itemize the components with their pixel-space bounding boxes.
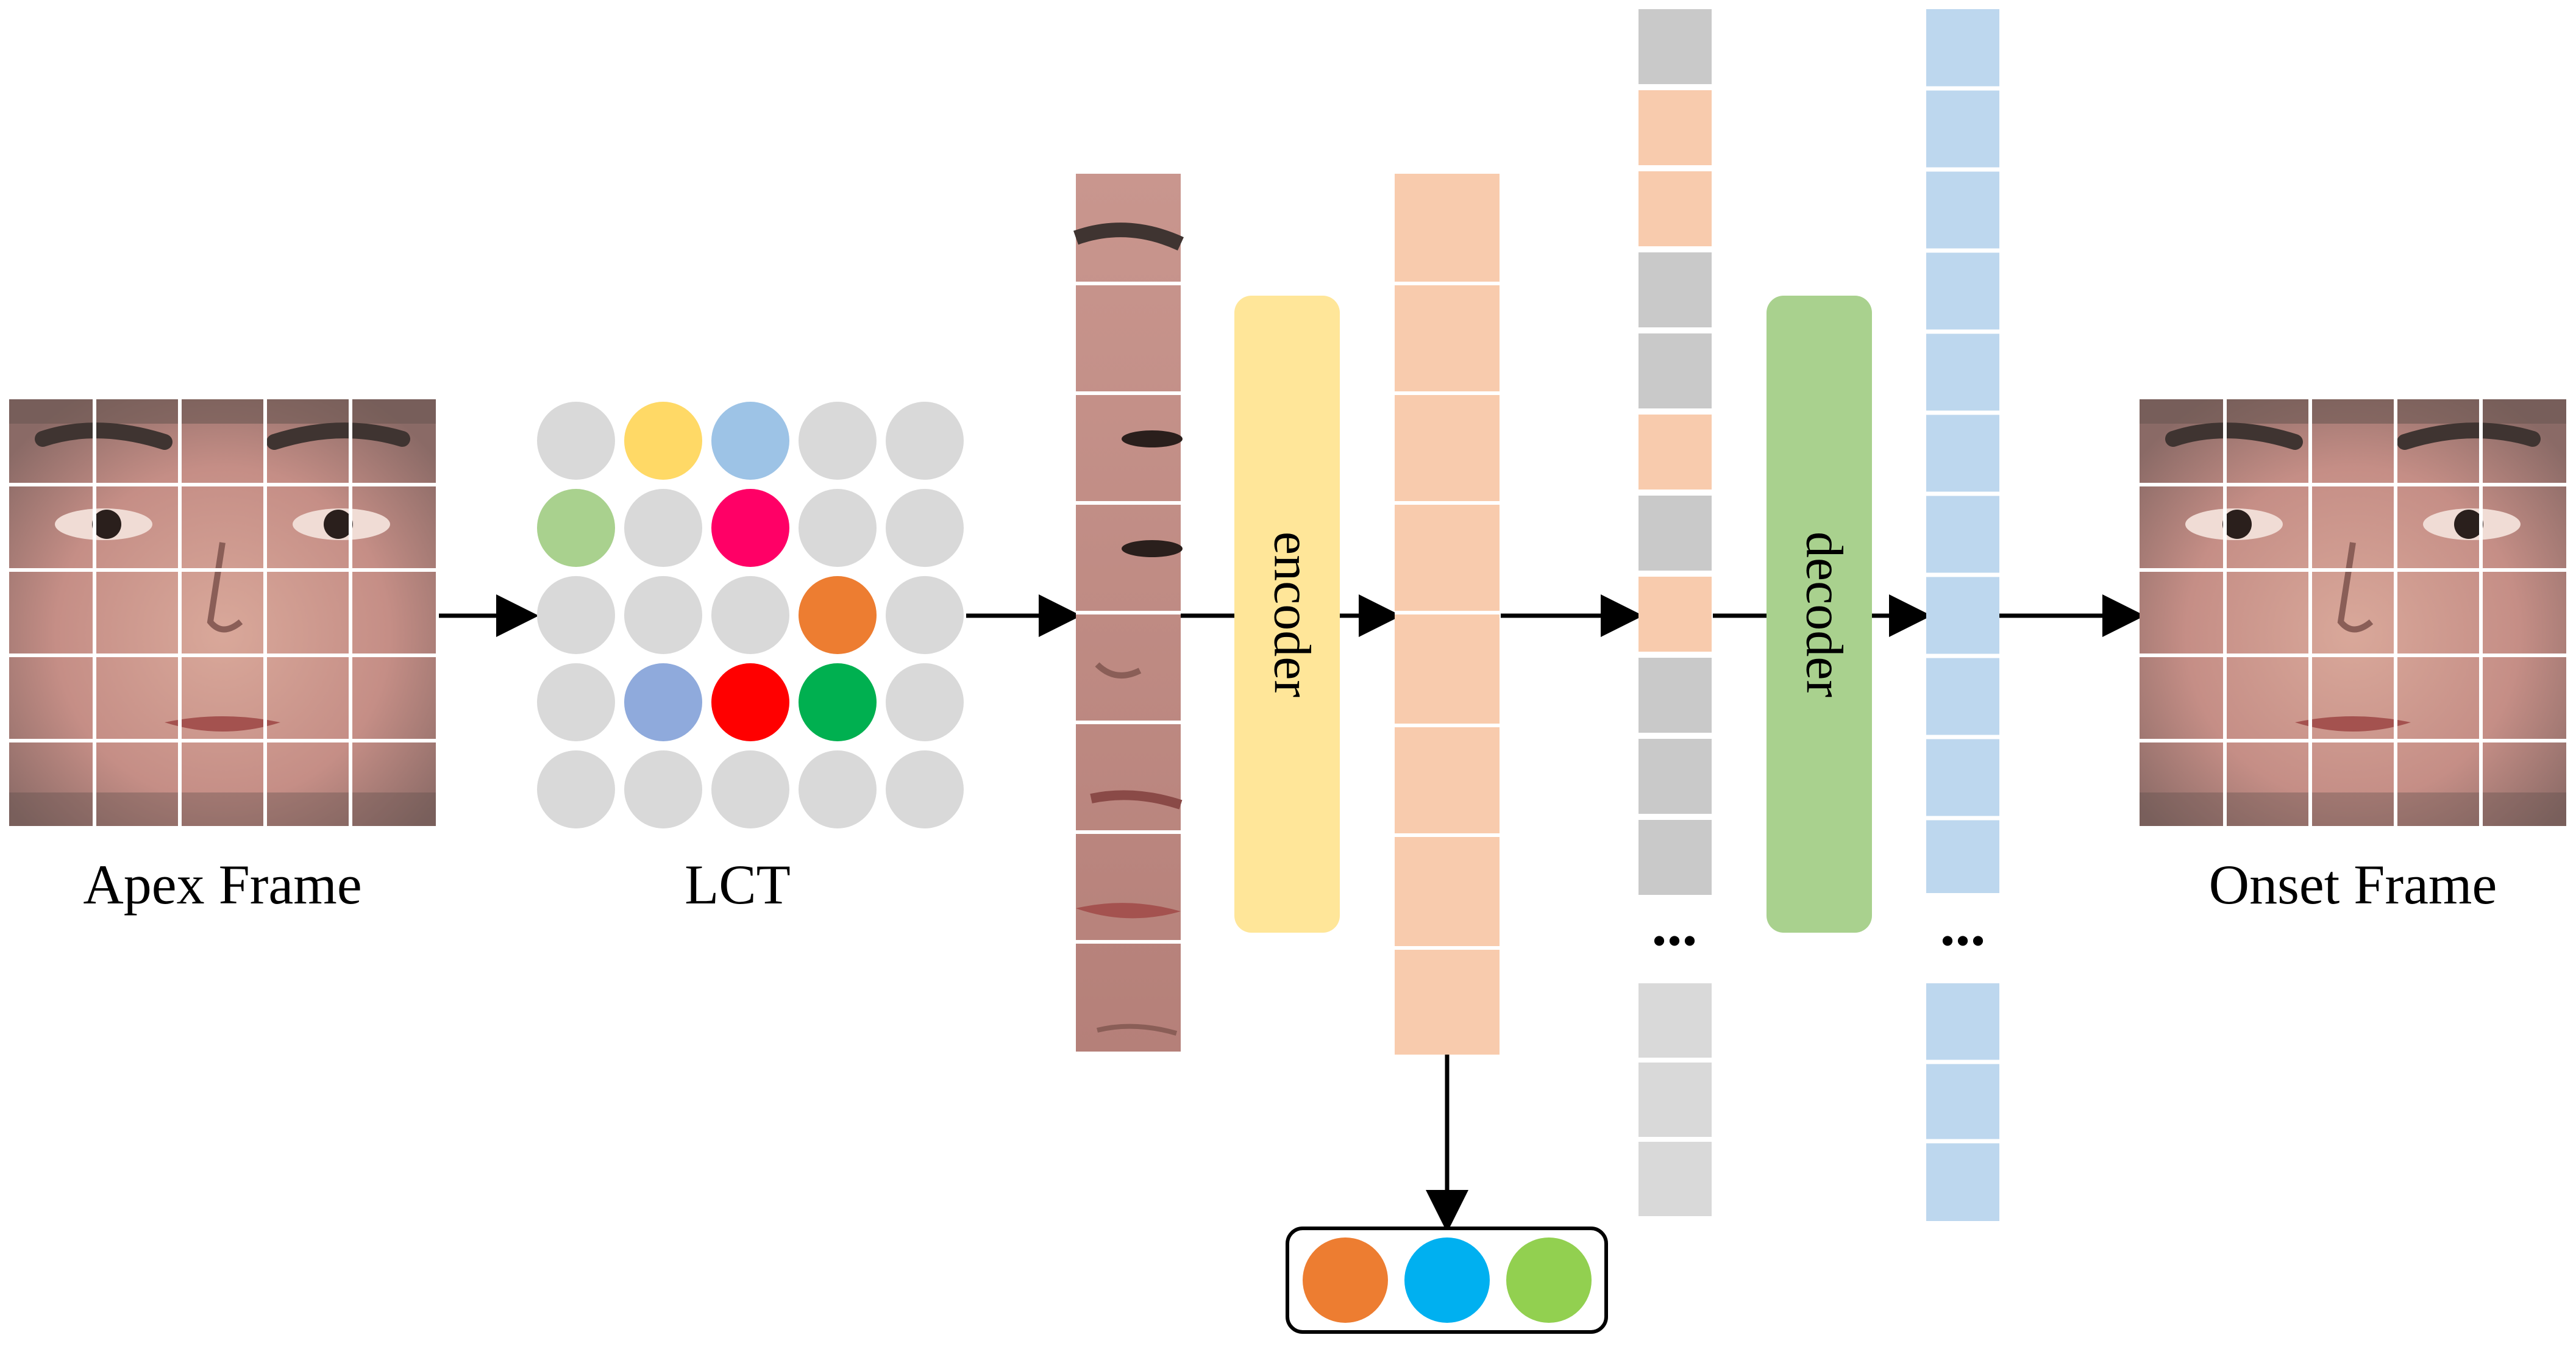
output-column-ellipsis: ... (1940, 891, 1986, 958)
lct-dot-periwinkle (624, 663, 702, 741)
masked-token-gray (1638, 333, 1712, 408)
masked-token-column (1638, 9, 1712, 1216)
lct-dot-gray (886, 489, 964, 567)
masked-token-peach (1638, 90, 1712, 165)
apex-frame-label: Apex Frame (83, 853, 361, 916)
lct-dot-grid (537, 402, 964, 828)
lct-dot-gray (537, 663, 615, 741)
masked-token-gray (1638, 496, 1712, 571)
lct-dot-gray (799, 402, 877, 480)
lct-dot-magenta (711, 489, 789, 567)
lct-dot-gray (537, 402, 615, 480)
lct-dot-gray (799, 750, 877, 828)
lct-dot-green (799, 663, 877, 741)
masked-token-gray (1638, 739, 1712, 814)
lct-label: LCT (685, 853, 791, 916)
masked-token-peach (1638, 415, 1712, 490)
masked-column-ellipsis: ... (1652, 891, 1698, 958)
masked-token-tail (1638, 983, 1712, 1058)
lct-dot-light_blue (711, 402, 789, 480)
masked-token-gray (1638, 820, 1712, 895)
lct-dot-yellow (624, 402, 702, 480)
lct-dot-green_light (537, 489, 615, 567)
masked-token-gray (1638, 658, 1712, 733)
lct-dot-gray (711, 576, 789, 654)
masked-token-tail (1638, 1063, 1712, 1137)
encoder-block (1234, 296, 1340, 933)
lct-dot-gray (886, 750, 964, 828)
lct-dot-gray (886, 576, 964, 654)
output-prediction-dots (1303, 1237, 1592, 1323)
masked-token-gray (1638, 252, 1712, 327)
output-dot-out_cyan (1404, 1237, 1490, 1323)
lct-dot-red (711, 663, 789, 741)
lct-dot-gray (886, 663, 964, 741)
lct-dot-gray (537, 750, 615, 828)
onset-frame-image (2140, 399, 2566, 826)
output-dot-out_orange (1303, 1237, 1388, 1323)
lct-dot-gray (711, 750, 789, 828)
masked-token-peach (1638, 577, 1712, 652)
reconstructed-token-column (1926, 9, 1999, 1221)
lct-dot-gray (886, 402, 964, 480)
lct-dot-gray (624, 750, 702, 828)
lct-dot-gray (624, 489, 702, 567)
face-patch-strip (1073, 174, 1184, 1052)
masked-token-tail (1638, 1142, 1712, 1216)
lct-dot-gray (537, 576, 615, 654)
apex-frame-image (9, 399, 436, 826)
decoder-block (1767, 296, 1872, 933)
masked-token-gray (1638, 9, 1712, 84)
lct-dot-orange (799, 576, 877, 654)
masked-token-peach (1638, 171, 1712, 246)
output-dot-out_green (1506, 1237, 1592, 1323)
encoder-label: encoder (1263, 532, 1322, 697)
onset-frame-label: Onset Frame (2209, 853, 2497, 916)
lct-dot-gray (624, 576, 702, 654)
decoder-label: decoder (1795, 532, 1854, 697)
lct-dot-gray (799, 489, 877, 567)
embedding-column (1395, 174, 1500, 1055)
